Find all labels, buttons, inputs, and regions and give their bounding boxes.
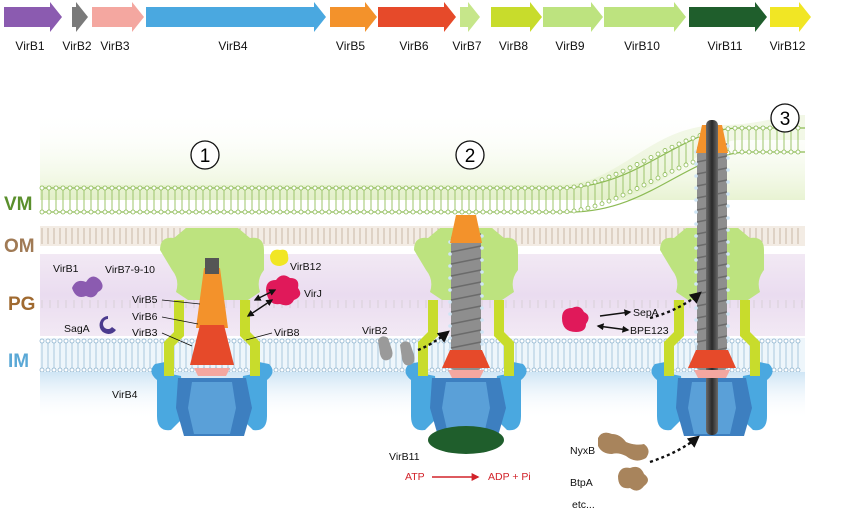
dotted-transfer-arrows	[417, 291, 702, 464]
label-virb5: VirB5	[132, 294, 158, 306]
label-virb4: VirB4	[112, 389, 138, 401]
label-virb3: VirB3	[132, 327, 158, 339]
atp-reaction: ATP ADP + Pi	[405, 471, 531, 483]
label-etc: etc...	[572, 499, 595, 511]
virb5-tip	[196, 268, 228, 328]
virb2-pilus	[448, 233, 484, 370]
svg-text:2: 2	[465, 146, 476, 167]
stage-marker-3: 3	[770, 103, 800, 133]
gene-virb6: VirB6	[378, 2, 456, 53]
saga-protein	[99, 316, 116, 334]
virb4-hexamer	[151, 362, 273, 436]
stage-marker-2: 2	[455, 140, 485, 170]
gene-virb2: VirB2	[62, 2, 92, 53]
interaction-arrows	[246, 289, 632, 333]
label-nyxb: NyxB	[570, 445, 595, 457]
label-btpa: BtpA	[570, 477, 593, 489]
products-text: ADP + Pi	[488, 471, 531, 483]
virb3-ring	[448, 370, 484, 378]
svg-text:VirB9: VirB9	[555, 39, 584, 53]
virb6-channel	[442, 350, 490, 368]
sepa-protein	[562, 306, 589, 332]
btpa-effector	[618, 466, 648, 491]
label-virb12: VirB12	[290, 261, 321, 273]
virb2-free-pilins	[378, 336, 415, 366]
svg-text:VirB2: VirB2	[62, 39, 91, 53]
vm-label: VM	[4, 194, 33, 215]
label-virb2: VirB2	[362, 325, 388, 337]
secretion-complex-stage-3	[651, 120, 773, 436]
svg-text:3: 3	[780, 109, 791, 130]
secretion-complex-stage-2	[405, 215, 527, 454]
label-virb11: VirB11	[389, 451, 420, 463]
gene-virb3: VirB3	[92, 2, 144, 53]
virb3-ring	[194, 368, 230, 376]
gene-virb12: VirB12	[770, 2, 811, 53]
svg-text:VirB3: VirB3	[100, 39, 129, 53]
svg-text:VirB12: VirB12	[770, 39, 806, 53]
gene-virb9: VirB9	[543, 2, 603, 53]
svg-text:VirB1: VirB1	[15, 39, 44, 53]
svg-text:VirB7: VirB7	[452, 39, 481, 53]
label-leader-lines	[161, 299, 273, 347]
label-sepa: SepA	[633, 307, 659, 319]
svg-text:1: 1	[200, 146, 211, 167]
gene-virb8: VirB8	[491, 2, 542, 53]
secretion-complex-stage-1	[151, 228, 273, 436]
gene-virb11: VirB11	[689, 2, 767, 53]
gene-virb1: VirB1	[4, 2, 62, 53]
virb11-atpase	[428, 426, 504, 454]
atp-text: ATP	[405, 471, 425, 483]
svg-text:VirB6: VirB6	[399, 39, 428, 53]
stage-marker-1: 1	[190, 140, 220, 170]
svg-text:VirB10: VirB10	[624, 39, 660, 53]
pg-label: PG	[8, 294, 35, 315]
virb5-tip	[450, 215, 482, 243]
virb6-channel	[688, 350, 736, 368]
im-label: IM	[8, 351, 29, 372]
virb8-arms	[664, 300, 760, 376]
virb4-hexamer	[405, 362, 527, 436]
protein-labels: VirB1 VirB7-9-10 VirB12 VirB5 VirB6 VirB…	[53, 261, 669, 511]
svg-text:VirB4: VirB4	[218, 39, 247, 53]
virb8-arms	[418, 300, 514, 376]
label-virb7910: VirB7-9-10	[105, 264, 155, 276]
virb1-protein	[72, 276, 103, 298]
gene-virb10: VirB10	[604, 2, 686, 53]
label-bpe123: BPE123	[630, 325, 669, 337]
nyxb-effector	[598, 432, 649, 461]
svg-text:VirB11: VirB11	[708, 39, 743, 53]
gene-virb5: VirB5	[330, 2, 377, 53]
virb3-ring	[694, 370, 730, 378]
virb12-protein	[270, 249, 289, 266]
label-virj: VirJ	[304, 288, 322, 300]
svg-text:VirB8: VirB8	[499, 39, 528, 53]
label-virb8: VirB8	[274, 327, 300, 339]
label-saga: SagA	[64, 323, 90, 335]
gene-map: VirB1 VirB2 VirB3 VirB4 VirB5 VirB6 VirB7 VirB8…	[4, 2, 811, 53]
label-virb6: VirB6	[132, 311, 158, 323]
substrate-channel	[706, 120, 718, 435]
gene-virb4: VirB4	[146, 2, 326, 53]
virb6-channel	[190, 325, 234, 365]
gene-virb7: VirB7	[452, 2, 482, 53]
svg-text:VirB5: VirB5	[336, 39, 365, 53]
label-virb1: VirB1	[53, 263, 79, 275]
om-label: OM	[4, 236, 35, 257]
